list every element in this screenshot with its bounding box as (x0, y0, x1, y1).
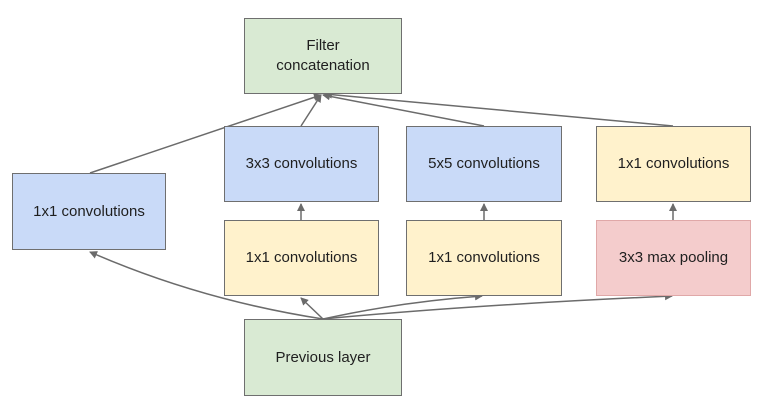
conv-1x1-reduce-3x3-node: 1x1 convolutions (224, 220, 379, 296)
previous-layer-node: Previous layer (244, 319, 402, 396)
arrow-conv3x3-to-concat (300, 94, 322, 127)
arrow-prev-to-conv1x1-left (89, 251, 324, 320)
conv-5x5-node: 5x5 convolutions (406, 126, 562, 202)
conv-1x1-after-pool-node: 1x1 convolutions (596, 126, 751, 202)
filter-concatenation-label: Filter concatenation (276, 37, 370, 74)
conv-1x1-branch-label: 1x1 convolutions (33, 202, 145, 220)
conv-5x5-label: 5x5 convolutions (428, 155, 540, 172)
conv-3x3-node: 3x3 convolutions (224, 126, 379, 202)
arrow-prev-to-conv1x1-mid2 (322, 292, 483, 320)
conv-1x1-reduce-5x5-node: 1x1 convolutions (406, 220, 562, 296)
conv-1x1-branch-node: 1x1 convolutions (12, 173, 166, 250)
conv-1x1-reduce-3x3-label: 1x1 convolutions (245, 249, 358, 266)
arrow-conv1x1-right-to-concat (324, 90, 674, 127)
arrow-prev-to-maxpool (322, 292, 673, 320)
max-pooling-node: 3x3 max pooling (596, 220, 751, 296)
arrow-prev-to-conv1x1-mid1 (300, 297, 324, 320)
conv-1x1-after-pool-label: 1x1 convolutions (617, 155, 730, 172)
arrow-conv5x5-to-concat (322, 92, 485, 127)
previous-layer-label: Previous layer (275, 348, 371, 366)
conv-1x1-reduce-5x5-label: 1x1 convolutions (428, 249, 540, 266)
arrow-conv1x1-left-to-concat (89, 93, 322, 174)
max-pooling-label: 3x3 max pooling (618, 249, 729, 266)
filter-concatenation-node: Filter concatenation (244, 18, 402, 94)
conv-3x3-label: 3x3 convolutions (245, 155, 358, 172)
